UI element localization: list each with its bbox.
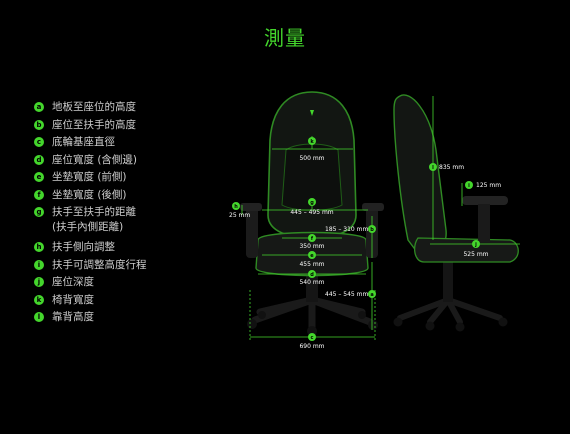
badge-i (465, 181, 473, 189)
badge-j-letter: j (474, 242, 477, 248)
badge-f (308, 234, 316, 242)
legend-label-secondary: (扶手內側距離) (52, 221, 124, 233)
badge-l-letter: l (432, 165, 434, 171)
legend-key-badge: b (34, 119, 44, 130)
badge-e-letter: e (310, 253, 314, 259)
badge-h (232, 202, 240, 210)
legend-key-badge: l (34, 312, 44, 322)
legend-label: 椅背寬度 (52, 293, 94, 306)
page-title: 測量 (264, 26, 306, 50)
dim-seat-front: 455 mm (299, 261, 324, 268)
badge-g (308, 198, 316, 206)
legend-item: c 底輪基座直徑 (34, 135, 147, 153)
badge-a (368, 290, 376, 298)
legend-label: 扶手側向調整 (52, 241, 115, 253)
legend-key-badge: f (34, 189, 44, 200)
legend-label: 扶手可調整高度行程 (52, 258, 147, 271)
dim-backrest-width: 500 mm (299, 155, 324, 162)
badge-c (308, 333, 316, 341)
dim-base-diameter: 690 mm (299, 343, 324, 350)
dim-backrest-height: 835 mm (439, 164, 464, 171)
legend-item: f 坐墊寬度 (後側) (34, 188, 147, 206)
badge-i-letter: i (468, 183, 470, 189)
legend-key-badge: g (34, 207, 44, 217)
legend-item: d 座位寬度 (含側邊) (34, 153, 147, 171)
badge-d-letter: d (310, 272, 314, 278)
badge-h-letter: h (234, 204, 238, 210)
legend-item: j 座位深度 (34, 275, 147, 293)
legend-label: 坐墊寬度 (前側) (52, 171, 127, 183)
legend-item: k 椅背寬度 (34, 293, 147, 311)
legend-label: 地板至座位的高度 (52, 101, 136, 113)
legend-label: 座位寬度 (含側邊) (52, 153, 138, 166)
legend-label: 座位至扶手的高度 (52, 118, 136, 131)
legend-key-badge: c (34, 137, 44, 147)
dim-armrest-height: 185 – 310 mm (325, 226, 368, 233)
legend-label: 扶手至扶手的距離 (52, 206, 136, 218)
legend-key-badge: k (34, 294, 44, 305)
legend-label: 底輪基座直徑 (52, 136, 115, 148)
badge-j (472, 240, 480, 248)
legend-item: i 扶手可調整高度行程 (34, 258, 147, 276)
badge-d (308, 270, 316, 278)
legend-item: b 座位至扶手的高度 (34, 118, 147, 136)
badge-b-letter: b (370, 227, 374, 233)
legend-key-badge: a (34, 102, 44, 112)
legend-item: h 扶手側向調整 (34, 240, 147, 258)
legend-key-badge: e (34, 172, 44, 182)
dim-armrest-lateral: 25 mm (229, 212, 250, 219)
side-chair-illustration (393, 94, 519, 332)
dim-floor-to-seat: 445 – 545 mm (325, 291, 368, 298)
badge-l (429, 163, 437, 171)
legend-item: g 扶手至扶手的距離 (扶手內側距離) (34, 205, 147, 240)
dim-armrest-travel: 125 mm (476, 182, 501, 189)
dim-seat-rear: 350 mm (299, 243, 324, 250)
badge-k (308, 137, 316, 145)
legend-label: 靠背高度 (52, 311, 94, 323)
legend-item: a 地板至座位的高度 (34, 100, 147, 118)
diagram-badges: k h g b f e d a c l i j (232, 137, 480, 341)
legend-label: 座位深度 (52, 276, 94, 288)
dim-seat-width: 540 mm (299, 279, 324, 286)
badge-a-letter: a (370, 292, 373, 298)
badge-b (368, 225, 376, 233)
legend-item: l 靠背高度 (34, 310, 147, 328)
badge-k-letter: k (310, 139, 314, 145)
dim-arm-to-arm: 445 – 495 mm (290, 209, 333, 216)
legend-label: 坐墊寬度 (後側) (52, 188, 127, 201)
legend-key-badge: d (34, 154, 44, 165)
front-chair-illustration (240, 91, 384, 336)
badge-c-letter: c (311, 335, 314, 341)
legend-key-badge: h (34, 242, 44, 252)
legend-key-badge: i (34, 259, 44, 270)
dim-seat-depth: 525 mm (463, 251, 488, 258)
badge-g-letter: g (310, 200, 314, 206)
legend-item: e 坐墊寬度 (前側) (34, 170, 147, 188)
badge-e (308, 251, 316, 259)
badge-f-letter: f (311, 236, 314, 242)
legend-key-badge: j (34, 277, 44, 287)
